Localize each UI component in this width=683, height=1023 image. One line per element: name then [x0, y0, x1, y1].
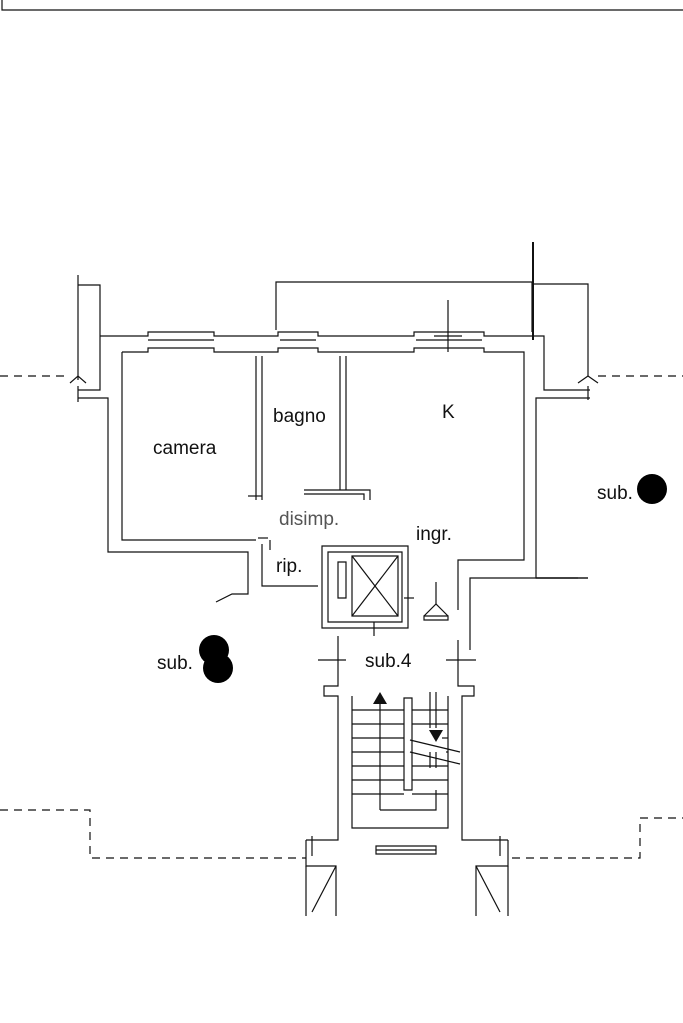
- stair-down-arrow: [429, 730, 443, 742]
- sub-marker-right: [637, 474, 667, 504]
- partition-walls: [248, 356, 370, 538]
- unit-label-stair: sub.4: [365, 651, 412, 672]
- room-label-bagno: bagno: [273, 406, 326, 427]
- window-mark-k: [434, 300, 462, 352]
- room-label-camera: camera: [153, 438, 217, 459]
- lamp-symbol: [424, 582, 448, 620]
- balcony: [276, 242, 598, 400]
- room-label-ingr: ingr.: [416, 524, 452, 545]
- stair-steps: [352, 692, 460, 810]
- left-wall-stub: [70, 275, 100, 402]
- elevator-shaft: [322, 546, 414, 636]
- sub-stair-label-bg: [360, 648, 420, 672]
- stairwell: [306, 636, 508, 916]
- room-label-rip: rip.: [276, 556, 303, 577]
- sub-marker-left-lower: [203, 653, 233, 683]
- room-label-disimp: disimp.: [279, 509, 340, 530]
- apartment-outer-wall: [78, 332, 590, 650]
- apartment-inner-wall: [122, 340, 524, 610]
- unit-label-left: sub.: [157, 653, 193, 674]
- stair-up-arrow: [373, 692, 387, 704]
- unit-label-right: sub.: [597, 483, 633, 504]
- page-frame: [2, 0, 683, 10]
- room-label-k: K: [442, 402, 455, 423]
- property-boundary: [0, 376, 683, 858]
